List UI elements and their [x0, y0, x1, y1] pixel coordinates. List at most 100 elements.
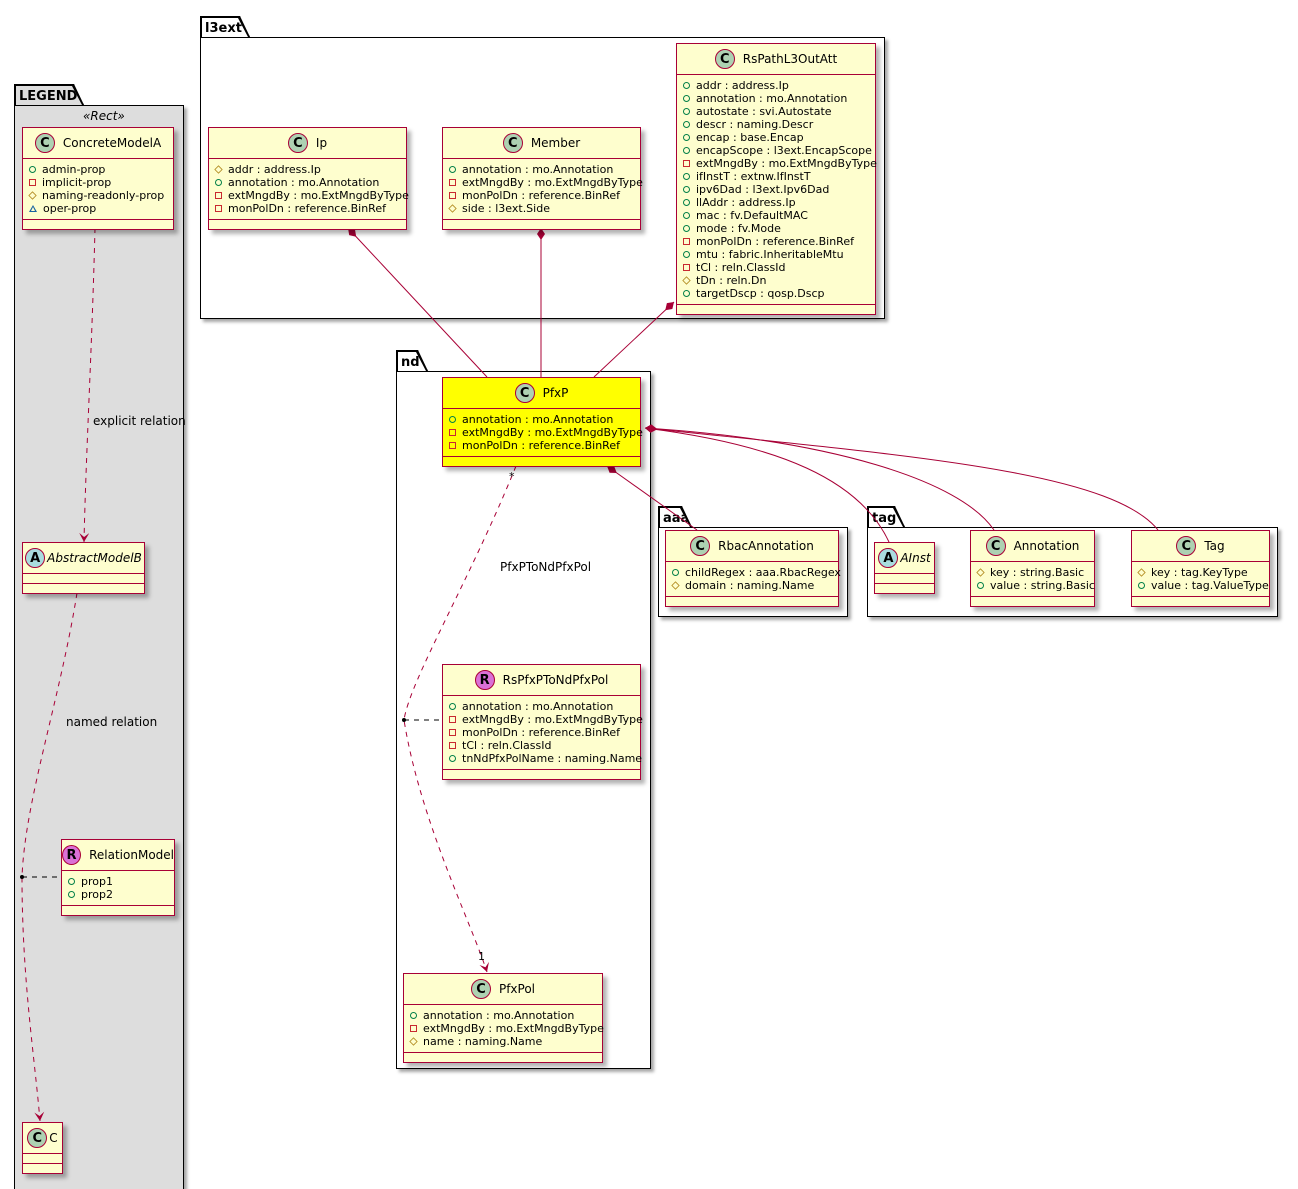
private-visibility-icon — [29, 179, 36, 186]
private-visibility-icon — [683, 264, 690, 271]
private-visibility-icon — [449, 179, 456, 186]
package-name: LEGEND — [16, 86, 82, 105]
attribute-text: annotation : mo.Annotation — [462, 413, 614, 426]
attribute-text: domain : naming.Name — [685, 579, 815, 592]
class-name: ConcreteModelA — [62, 136, 162, 150]
public-visibility-icon — [29, 166, 36, 173]
private-visibility-icon — [683, 160, 690, 167]
private-visibility-icon — [215, 205, 222, 212]
attribute: name : naming.Name — [409, 1035, 597, 1048]
relation-class-icon: R — [474, 670, 495, 690]
attribute-text: mode : fv.Mode — [696, 222, 781, 235]
public-visibility-icon — [683, 199, 690, 206]
class-name: Annotation — [1013, 539, 1080, 553]
relation-class-icon: R — [62, 845, 82, 865]
public-visibility-icon — [449, 166, 456, 173]
attribute: mtu : fabric.InheritableMtu — [683, 248, 870, 261]
private-visibility-icon — [449, 192, 456, 199]
attribute-text: key : string.Basic — [990, 566, 1085, 579]
attribute: key : string.Basic — [976, 566, 1089, 579]
method-list — [23, 584, 144, 593]
method-list — [443, 457, 640, 466]
public-visibility-icon — [683, 95, 690, 102]
attribute-text: childRegex : aaa.RbacRegex — [685, 566, 841, 579]
attribute: extMngdBy : mo.ExtMngdByType — [215, 189, 409, 202]
abstract-class-icon: A — [878, 548, 899, 568]
method-list — [875, 584, 934, 593]
multiplicity-many: * — [509, 470, 515, 483]
class-header: C ConcreteModelA — [23, 128, 173, 159]
public-visibility-icon — [215, 179, 222, 186]
label-pfxp-to-pfxpol: PfxPToNdPfxPol — [500, 560, 592, 574]
attribute-text: tnNdPfxPolName : naming.Name — [462, 752, 643, 765]
class-icon: C — [690, 536, 711, 556]
public-visibility-icon — [449, 755, 456, 762]
attribute-text: descr : naming.Descr — [696, 118, 814, 131]
attribute: extMngdBy : mo.ExtMngdByType — [683, 157, 877, 170]
abstract-class-icon: A — [25, 548, 46, 568]
attribute: extMngdBy : mo.ExtMngdByType — [410, 1022, 604, 1035]
attribute: addr : address.Ip — [683, 79, 870, 92]
class-name: AInst — [900, 551, 931, 565]
attribute-text: extMngdBy : mo.ExtMngdByType — [228, 189, 409, 202]
attribute: annotation : mo.Annotation — [410, 1009, 597, 1022]
private-visibility-icon — [683, 238, 690, 245]
attribute-text: prop1 — [81, 875, 113, 888]
private-visibility-icon — [449, 742, 456, 749]
attribute: autostate : svi.Autostate — [683, 105, 870, 118]
attribute-text: targetDscp : qosp.Dscp — [696, 287, 825, 300]
public-visibility-icon — [683, 186, 690, 193]
package-name: nd — [398, 352, 426, 371]
private-visibility-icon — [449, 429, 456, 436]
attribute-text: monPolDn : reference.BinRef — [696, 235, 854, 248]
package-legend — [14, 105, 184, 1189]
class-name: RsPathL3OutAtt — [742, 52, 838, 66]
public-visibility-icon — [977, 582, 984, 589]
public-visibility-icon — [683, 290, 690, 297]
attribute-text: naming-readonly-prop — [42, 189, 165, 202]
protected-visibility-icon — [28, 191, 37, 200]
attribute-text: side : l3ext.Side — [462, 202, 550, 215]
attribute: annotation : mo.Annotation — [215, 176, 401, 189]
method-list — [443, 220, 640, 229]
class-icon: C — [1176, 536, 1197, 556]
attribute: extMngdBy : mo.ExtMngdByType — [449, 713, 643, 726]
attribute-text: addr : address.Ip — [696, 79, 789, 92]
class-icon: C — [34, 133, 55, 153]
attribute-text: extMngdBy : mo.ExtMngdByType — [423, 1022, 604, 1035]
attribute: llAddr : address.Ip — [683, 196, 870, 209]
attribute-text: mac : fv.DefaultMAC — [696, 209, 808, 222]
attribute-text: tDn : reln.Dn — [696, 274, 767, 287]
attribute: tCl : reln.ClassId — [683, 261, 870, 274]
class-icon: C — [287, 133, 308, 153]
attribute: side : l3ext.Side — [448, 202, 635, 215]
protected-visibility-icon — [682, 276, 691, 285]
protected-visibility-icon — [214, 165, 223, 174]
attribute-text: extMngdBy : mo.ExtMngdByType — [696, 157, 877, 170]
attribute-text: admin-prop — [42, 163, 106, 176]
attribute: prop2 — [68, 888, 169, 901]
attribute: extMngdBy : mo.ExtMngdByType — [449, 426, 643, 439]
attribute-text: autostate : svi.Autostate — [696, 105, 832, 118]
public-visibility-icon — [683, 147, 690, 154]
attribute-text: annotation : mo.Annotation — [696, 92, 848, 105]
class-name: Member — [530, 136, 581, 150]
attribute: monPolDn : reference.BinRef — [449, 439, 635, 452]
